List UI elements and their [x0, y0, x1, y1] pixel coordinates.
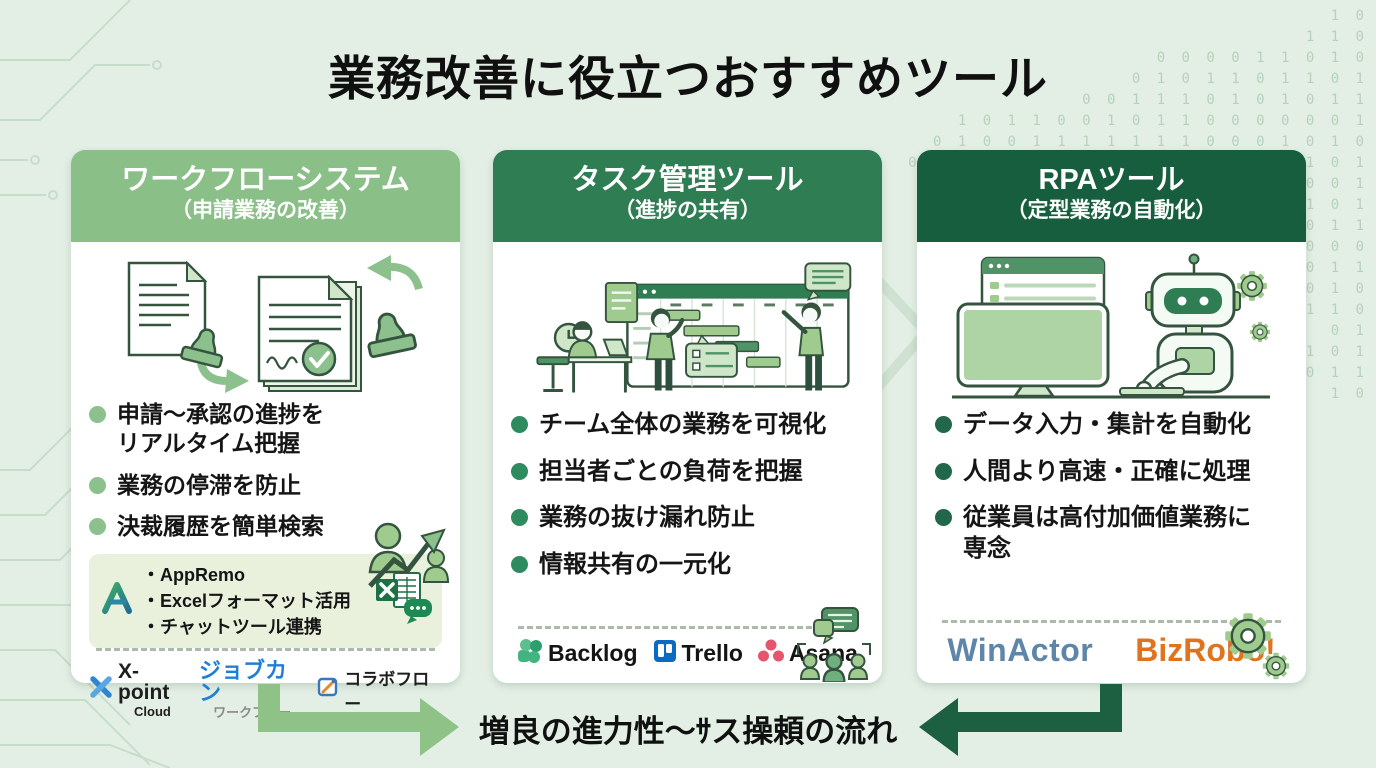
- feature-item: ・Excelフォーマット活用: [142, 590, 352, 611]
- jobcan-name: ジョブカン: [198, 658, 287, 706]
- benefit-item: 業務の停滞を防止: [89, 471, 442, 500]
- backlog-name: Backlog: [548, 640, 638, 666]
- appremo-logo-icon: [99, 580, 135, 621]
- left-elbow-arrow: [258, 684, 459, 756]
- xpoint-name: X-point: [118, 660, 170, 705]
- benefit-text: チーム全体の業務を可視化: [539, 411, 827, 438]
- card-rpa-tool: RPAツール （定型業務の自動化）: [917, 150, 1306, 683]
- xpoint-x-icon: [89, 675, 113, 704]
- flow-arrows: [258, 684, 1122, 756]
- card-body: データ入力・集計を自動化 人間より高速・正確に処理 従業員は高付加価値業務に 専…: [917, 242, 1306, 683]
- benefit-item: 業務の抜け漏れ防止: [511, 503, 864, 534]
- benefit-item: 申請〜承認の進捗を リアルタイム把握: [89, 400, 442, 459]
- card-body: 申請〜承認の進捗を リアルタイム把握 業務の停滞を防止 決裁履歴を簡単検索: [71, 242, 460, 733]
- feature-list: ・AppRemo ・Excelフォーマット活用 ・チャットツール連携: [142, 562, 367, 640]
- trello-logo: Trello: [653, 639, 743, 668]
- card-subtitle: （定型業務の自動化）: [1006, 198, 1217, 222]
- backlog-logo: Backlog: [517, 638, 638, 669]
- bullet-dot: [935, 462, 952, 480]
- xpoint-sub: Cloud: [134, 704, 171, 720]
- card-title: ワークフローシステム: [121, 164, 410, 196]
- card-workflow-system: ワークフローシステム （申請業務の改善）: [71, 150, 460, 719]
- benefit-item: 担当者ごとの負荷を把握: [511, 457, 864, 488]
- benefit-list: データ入力・集計を自動化 人間より高速・正確に処理 従業員は高付加価値業務に 専…: [935, 410, 1288, 565]
- card-subtitle: （申請業務の改善）: [171, 198, 360, 222]
- trello-name: Trello: [681, 640, 743, 666]
- benefit-text: 人間より高速・正確に処理: [963, 457, 1251, 485]
- documents-approval-illustration: [89, 248, 442, 394]
- collaboflow-pen-icon: [317, 676, 339, 703]
- benefit-item: 決裁履歴を簡単検索: [89, 512, 442, 541]
- card-task-management: タスク管理ツール （進捗の共有）: [493, 150, 882, 684]
- card-header: ワークフローシステム （申請業務の改善）: [71, 150, 460, 242]
- bullet-dot: [89, 476, 106, 494]
- right-elbow-arrow: [919, 684, 1122, 756]
- bullet-dot: [511, 462, 528, 480]
- bullet-dot: [511, 416, 528, 433]
- benefit-text: 決裁履歴を簡単検索: [117, 513, 324, 540]
- card-body: チーム全体の業務を可視化 担当者ごとの負荷を把握 業務の抜け漏れ防止 情報共有の…: [493, 242, 882, 684]
- collaboflow-name: コラボフロー: [344, 669, 430, 714]
- bullet-dot: [511, 556, 528, 574]
- bullet-dot: [89, 406, 106, 423]
- bullet-dot: [935, 509, 952, 527]
- winactor-logo: WinActor: [947, 632, 1094, 668]
- benefit-item: 情報共有の一元化: [511, 550, 864, 581]
- group-chat-icon: [792, 604, 876, 687]
- team-gantt-illustration: [511, 248, 864, 400]
- benefit-list: チーム全体の業務を可視化 担当者ごとの負荷を把握 業務の抜け漏れ防止 情報共有の…: [511, 410, 864, 581]
- excel-chat-icon: [374, 571, 434, 630]
- product-logos: X-point Cloud ジョブカン ワークフロー コ: [89, 660, 442, 719]
- benefit-text: 情報共有の一元化: [539, 551, 731, 579]
- bullet-dot: [511, 509, 528, 527]
- dashed-divider: [942, 620, 1281, 623]
- page-title: 業務改善に役立つおすすめツール: [328, 52, 1048, 105]
- card-subtitle: （進捗の共有）: [614, 198, 761, 222]
- asana-icon: [757, 639, 784, 668]
- card-title: RPAツール: [1038, 164, 1185, 196]
- benefit-text: 従業員は高付加価値業務に 専念: [963, 504, 1251, 563]
- benefit-item: チーム全体の業務を可視化: [511, 410, 864, 441]
- gears-icon: [1212, 604, 1292, 687]
- bullet-dot: [89, 518, 106, 536]
- flow-caption: 増良の進力性〜ｻス操頼の流れ: [478, 714, 898, 749]
- feature-item: ・AppRemo: [142, 564, 245, 585]
- trello-icon: [653, 639, 677, 668]
- collaboflow-logo: コラボフロー: [317, 665, 442, 715]
- bullet-dot: [935, 416, 952, 433]
- dashed-divider: [96, 648, 435, 652]
- benefit-text: 業務の停滞を防止: [117, 471, 301, 498]
- dashed-divider: [518, 626, 857, 629]
- benefit-text: データ入力・集計を自動化: [963, 411, 1251, 438]
- backlog-icon: [517, 638, 543, 669]
- card-title: タスク管理ツール: [571, 164, 804, 196]
- product-logos: WinActor BizRobo!: [935, 632, 1288, 669]
- growth-chart-people-icon: [364, 508, 456, 601]
- benefit-text: 申請〜承認の進捗を リアルタイム把握: [117, 401, 324, 457]
- robot-computer-illustration: [935, 248, 1288, 400]
- card-header: タスク管理ツール （進捗の共有）: [493, 150, 882, 242]
- benefit-item: データ入力・集計を自動化: [935, 410, 1288, 441]
- benefit-item: 人間より高速・正確に処理: [935, 457, 1288, 488]
- benefit-text: 業務の抜け漏れ防止: [539, 504, 755, 532]
- card-header: RPAツール （定型業務の自動化）: [917, 150, 1306, 242]
- benefit-text: 担当者ごとの負荷を把握: [539, 457, 803, 485]
- benefit-list: 申請〜承認の進捗を リアルタイム把握 業務の停滞を防止 決裁履歴を簡単検索: [89, 400, 442, 542]
- xpoint-logo: X-point Cloud: [89, 661, 187, 718]
- feature-item: ・チャットツール連携: [142, 616, 322, 637]
- benefit-item: 従業員は高付加価値業務に 専念: [935, 503, 1288, 564]
